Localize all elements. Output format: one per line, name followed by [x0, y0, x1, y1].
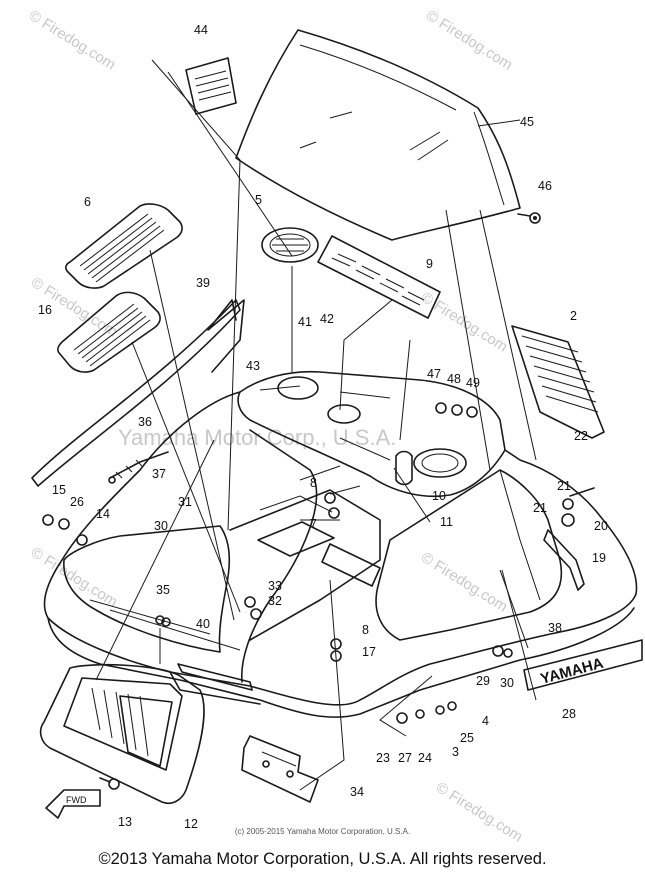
- label-16: 16: [38, 303, 52, 317]
- label-49: 49: [466, 376, 480, 390]
- label-12: 12: [184, 817, 198, 831]
- watermark-site-2: © Firedog.com: [423, 7, 516, 74]
- label-24: 24: [418, 751, 432, 765]
- fwd-arrow: FWD: [45, 789, 101, 819]
- label-40: 40: [196, 617, 210, 631]
- label-44: 44: [194, 23, 208, 37]
- label-15: 15: [52, 483, 66, 497]
- label-2: 2: [570, 309, 577, 323]
- label-45: 45: [520, 115, 534, 129]
- copyright-footer: ©2013 Yamaha Motor Corporation, U.S.A. A…: [98, 850, 547, 868]
- label-3: 3: [452, 745, 459, 759]
- label-17: 17: [362, 645, 376, 659]
- watermark-owner: Yamaha Motor Corp., U.S.A.: [118, 425, 396, 450]
- label-26: 26: [70, 495, 84, 509]
- part-2-side-vent: [511, 325, 605, 439]
- leader-lines: [95, 59, 537, 791]
- watermark-site-1: © Firedog.com: [26, 7, 119, 74]
- part-13-bolt: [99, 777, 120, 790]
- label-48: 48: [447, 372, 461, 386]
- hood-main-body: [43, 370, 638, 718]
- badge-text: YAMAHA: [539, 655, 606, 688]
- label-13: 13: [118, 815, 132, 829]
- label-33: 33: [268, 579, 282, 593]
- label-35: 35: [156, 583, 170, 597]
- watermark-layer: © Firedog.com © Firedog.com © Firedog.co…: [26, 7, 526, 846]
- part-16-vent-grille: [57, 291, 161, 373]
- label-21-upper: 21: [557, 479, 571, 493]
- label-7: 7: [310, 517, 317, 531]
- part-44-label-sticker: [185, 57, 237, 115]
- label-34: 34: [350, 785, 364, 799]
- label-29: 29: [476, 674, 490, 688]
- label-37: 37: [152, 467, 166, 481]
- part-28-badge: YAMAHA: [523, 639, 643, 691]
- label-14: 14: [96, 507, 110, 521]
- watermark-site-4: © Firedog.com: [418, 289, 511, 356]
- label-31: 31: [178, 495, 192, 509]
- label-8-lower: 8: [362, 623, 369, 637]
- label-30-lower: 30: [500, 676, 514, 690]
- label-43: 43: [246, 359, 260, 373]
- part-39-decal: [31, 299, 245, 487]
- label-8-upper: 8: [310, 476, 317, 490]
- label-19: 19: [592, 551, 606, 565]
- label-9: 9: [426, 257, 433, 271]
- label-32: 32: [268, 594, 282, 608]
- label-6: 6: [84, 195, 91, 209]
- label-42: 42: [320, 312, 334, 326]
- part-5-speaker-grille: [261, 227, 319, 263]
- label-5: 5: [255, 193, 262, 207]
- label-25: 25: [460, 731, 474, 745]
- label-41: 41: [298, 315, 312, 329]
- label-10: 10: [432, 489, 446, 503]
- copyright-small: (c) 2005-2015 Yamaha Motor Corporation, …: [234, 827, 411, 836]
- label-23: 23: [376, 751, 390, 765]
- watermark-site-6: © Firedog.com: [418, 549, 511, 616]
- label-21-lower: 21: [533, 501, 547, 515]
- label-27: 27: [398, 751, 412, 765]
- fwd-text: FWD: [66, 795, 87, 805]
- label-47: 47: [427, 367, 441, 381]
- label-28: 28: [562, 707, 576, 721]
- label-46: 46: [538, 179, 552, 193]
- label-38: 38: [548, 621, 562, 635]
- part-36-37-fastener: [108, 451, 169, 484]
- label-4: 4: [482, 714, 489, 728]
- part-46-bolt: [517, 212, 541, 224]
- label-22: 22: [574, 429, 588, 443]
- part-12-front-grille: [39, 663, 205, 805]
- part-number-labels: 44 45 46 6 5 9 16 39 41 42 2 43 47 48 49…: [38, 23, 608, 831]
- label-20: 20: [594, 519, 608, 533]
- part-9-panel-vent: [317, 235, 441, 319]
- label-11: 11: [440, 515, 453, 529]
- right-fasteners: [42, 402, 595, 724]
- part-34-bracket: [241, 735, 319, 803]
- label-36: 36: [138, 415, 152, 429]
- part-45-windshield: [235, 29, 521, 241]
- label-39: 39: [196, 276, 210, 290]
- part-6-vent-grille: [65, 203, 183, 289]
- watermark-site-5: © Firedog.com: [28, 544, 121, 611]
- label-30-upper: 30: [154, 519, 168, 533]
